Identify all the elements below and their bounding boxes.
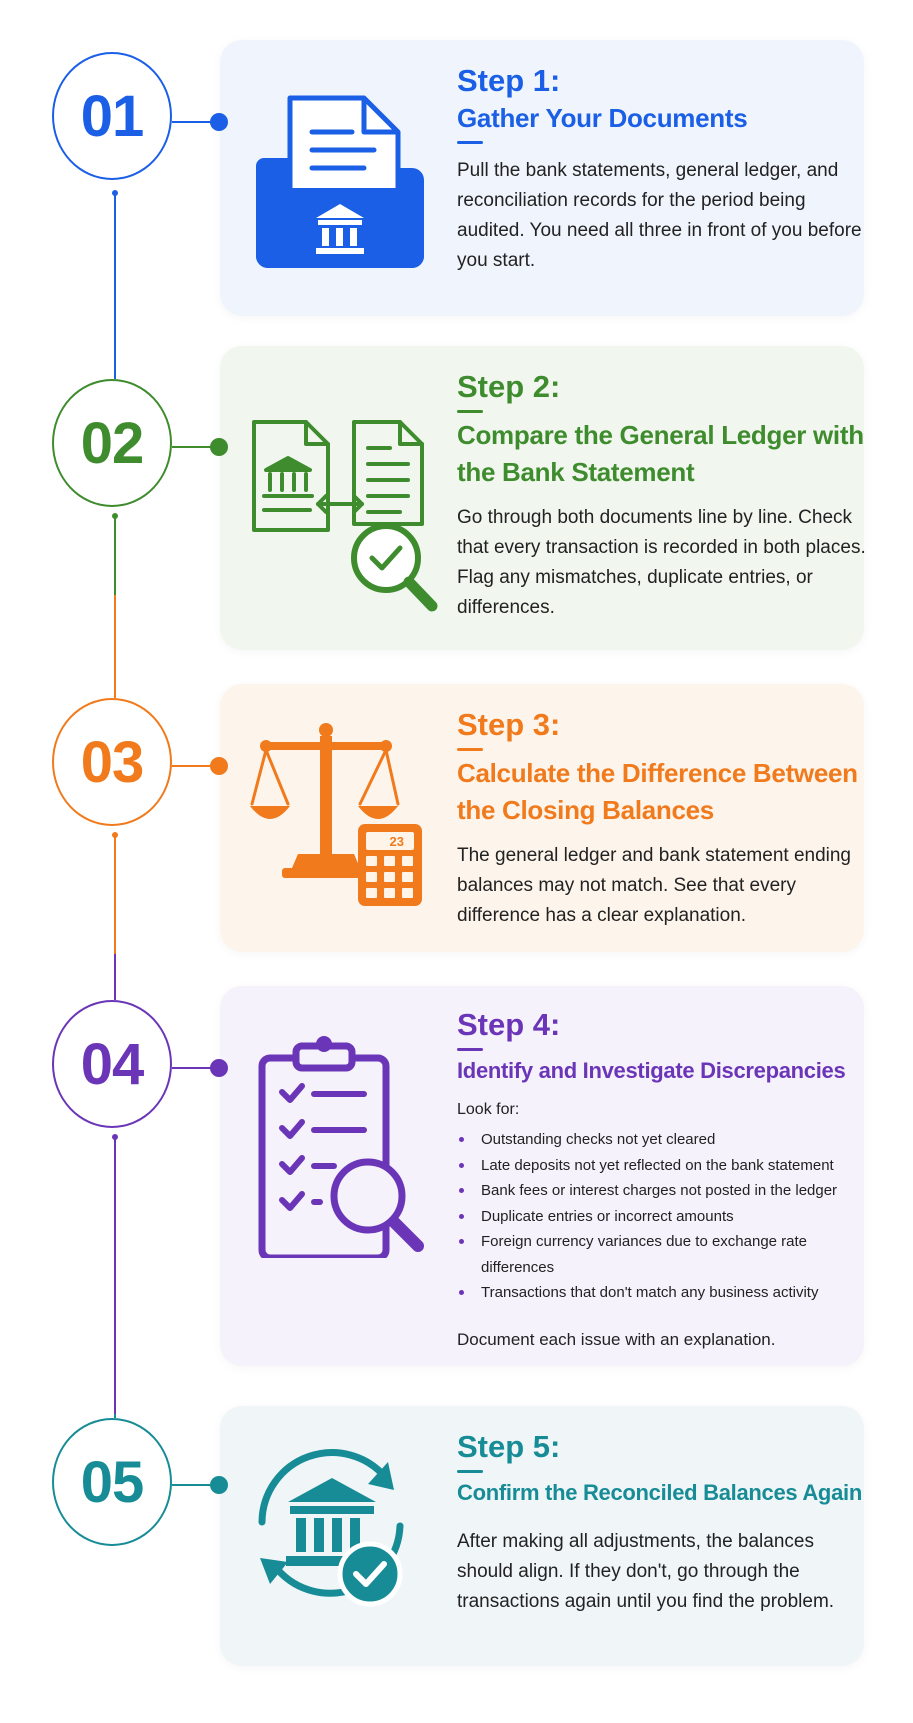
step-number: 05 (80, 1449, 145, 1515)
title-underline (457, 1470, 483, 1473)
scales-calculator-icon: 23 (250, 723, 422, 906)
step-2-connector (172, 446, 214, 448)
connector-node (112, 1134, 118, 1140)
step-5-number-circle: 05 (52, 1418, 172, 1546)
connector-line-3 (114, 595, 116, 698)
step-4-connector-dot (210, 1059, 228, 1077)
step-title: Gather Your Documents (457, 103, 748, 133)
step-3-connector-dot (210, 757, 228, 775)
connector-line-4 (114, 834, 116, 954)
compare-documents-magnifier-icon (252, 420, 438, 612)
list-item: Transactions that don't match any busine… (457, 1280, 873, 1306)
step-number: 04 (80, 1031, 145, 1097)
list-item: Foreign currency variances due to exchan… (457, 1229, 873, 1280)
step-1-content: Step 1: Gather Your Documents Pull the b… (457, 62, 873, 276)
step-2-connector-dot (210, 438, 228, 456)
document-folder-bank-icon (256, 95, 424, 268)
step-5-connector-dot (210, 1476, 228, 1494)
step-title: Identify and Investigate Discrepancies (457, 1058, 846, 1083)
step-title: Compare the General Ledger with the Bank… (457, 420, 864, 487)
list-item: Duplicate entries or incorrect amounts (457, 1204, 873, 1230)
title-underline (457, 748, 483, 751)
connector-line-6 (114, 1136, 116, 1414)
step-title: Confirm the Reconciled Balances Again (457, 1480, 862, 1505)
step-4-content: Step 4: Identify and Investigate Discrep… (457, 1006, 873, 1350)
step-2-content: Step 2: Compare the General Ledger with … (457, 368, 873, 623)
step-label: Step 5: (457, 1429, 561, 1464)
step-label: Step 3: (457, 707, 561, 742)
connector-line-1 (114, 192, 116, 379)
bank-refresh-check-icon (258, 1449, 404, 1607)
step-closing-note: Document each issue with an explanation. (457, 1329, 776, 1349)
step-3-content: Step 3: Calculate the Difference Between… (457, 706, 873, 931)
list-item: Late deposits not yet reflected on the b… (457, 1153, 873, 1179)
step-3-number-circle: 03 (52, 698, 172, 826)
step-1-connector (172, 121, 214, 123)
look-for-intro: Look for: (457, 1101, 520, 1118)
calculator-display: 23 (390, 834, 404, 849)
step-3-connector (172, 765, 214, 767)
step-5-content: Step 5: Confirm the Reconciled Balances … (457, 1428, 873, 1617)
step-1-connector-dot (210, 113, 228, 131)
step-label: Step 2: (457, 369, 561, 404)
step-2-number-circle: 02 (52, 379, 172, 507)
step-description: The general ledger and bank statement en… (457, 845, 851, 926)
step-1-number-circle: 01 (52, 52, 172, 180)
step-description: Pull the bank statements, general ledger… (457, 160, 862, 271)
step-5-connector (172, 1484, 214, 1486)
title-underline (457, 410, 483, 413)
connector-line-7 (114, 1414, 116, 1418)
step-number: 02 (80, 410, 145, 476)
step-4-connector (172, 1067, 214, 1069)
step-description: Go through both documents line by line. … (457, 507, 866, 618)
clipboard-checklist-magnifier-icon (258, 1036, 424, 1258)
step-4-number-circle: 04 (52, 1000, 172, 1128)
discrepancy-list: Outstanding checks not yet cleared Late … (457, 1127, 873, 1306)
connector-node (112, 832, 118, 838)
step-label: Step 1: (457, 63, 561, 98)
title-underline (457, 141, 483, 144)
connector-line-2 (114, 515, 116, 595)
title-underline (457, 1048, 483, 1051)
step-label: Step 4: (457, 1007, 561, 1042)
list-item: Bank fees or interest charges not posted… (457, 1178, 873, 1204)
step-number: 01 (80, 83, 145, 149)
step-description: After making all adjustments, the balanc… (457, 1531, 835, 1612)
step-title: Calculate the Difference Between the Clo… (457, 758, 858, 825)
connector-node (112, 513, 118, 519)
connector-line-5 (114, 954, 116, 1000)
step-number: 03 (80, 729, 145, 795)
connector-node (112, 190, 118, 196)
list-item: Outstanding checks not yet cleared (457, 1127, 873, 1153)
